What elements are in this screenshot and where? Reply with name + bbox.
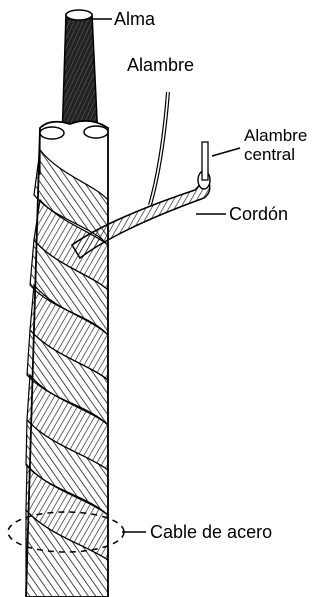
loose-wire (150, 92, 168, 205)
center-wire (202, 142, 208, 180)
label-alma: Alma (114, 9, 155, 29)
label-alambre-central-1: Alambre (244, 127, 307, 145)
label-alambre-central-2: central (244, 146, 295, 164)
label-cable: Cable de acero (150, 522, 272, 542)
label-cordon: Cordón (229, 204, 288, 224)
label-alambre: Alambre (127, 55, 194, 75)
leader-alambre-central (212, 148, 240, 156)
rope-body (26, 121, 108, 597)
